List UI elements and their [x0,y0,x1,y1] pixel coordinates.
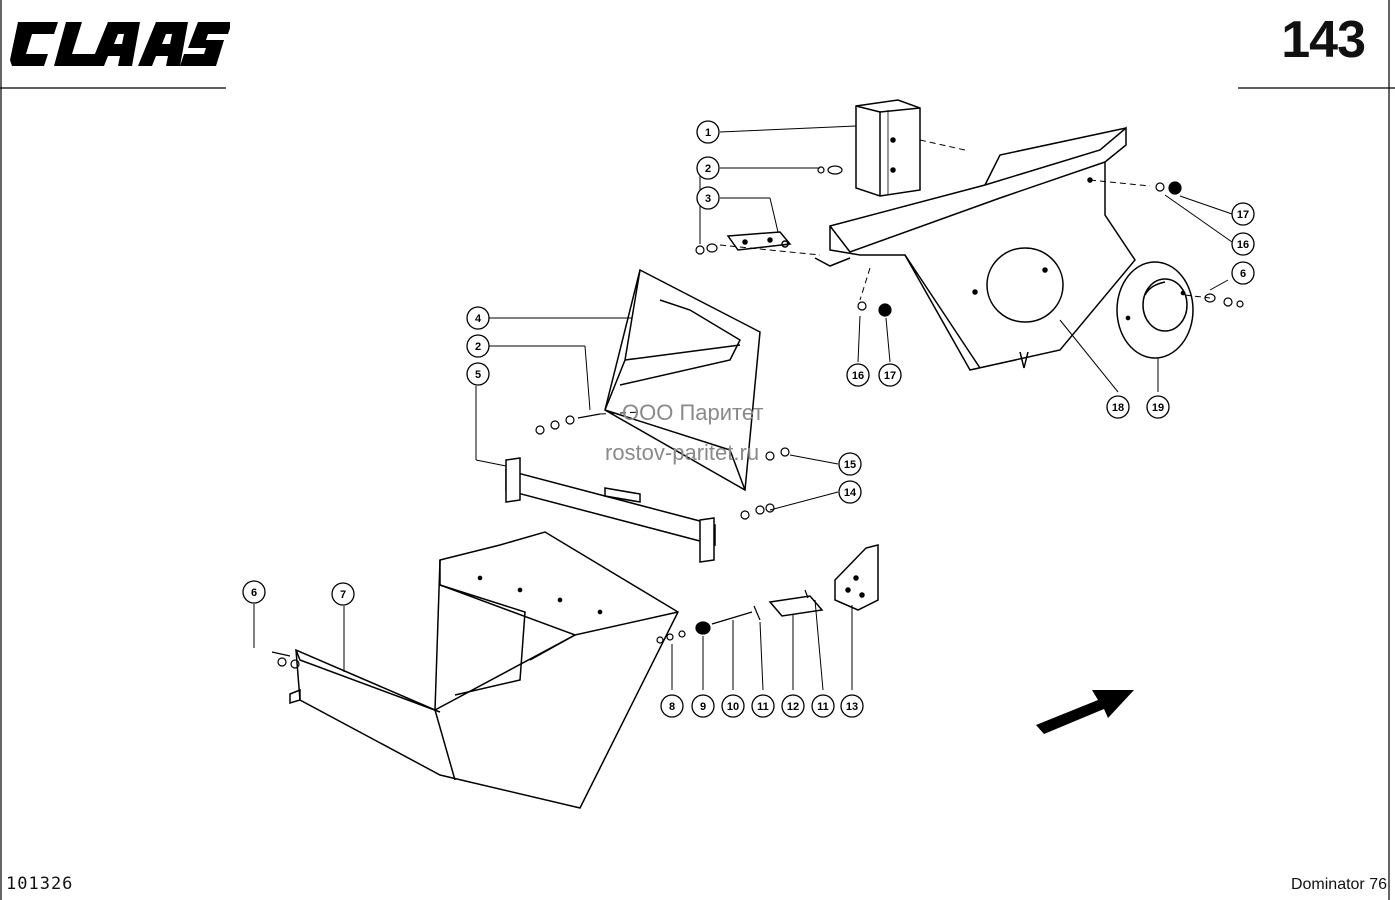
claas-logo [10,22,230,66]
callout-label: 6 [251,587,257,599]
callout-c17a: 17 [878,363,902,387]
callout-c15: 15 [838,452,862,476]
assembly-lines [599,139,1211,415]
callout-circle [878,363,902,387]
callout-label: 6 [1240,268,1246,280]
callout-label: 19 [1152,402,1164,414]
document-code: 101326 [6,874,74,894]
callout-circle [1146,395,1170,419]
callout-label: 10 [727,701,739,713]
callout-circle [696,120,720,144]
callout-circle [838,452,862,476]
callout-circle [466,334,490,358]
callout-c16a: 16 [846,363,870,387]
callout-circle [696,156,720,180]
callout-label: 1 [705,127,711,139]
page-number: 143 [1281,11,1366,69]
callout-circle [696,186,720,210]
callout-circle [691,694,715,718]
watermark-line1: ООО Паритет [622,400,764,425]
callout-label: 9 [700,701,706,713]
callout-circle [838,480,862,504]
callout-c14: 14 [838,480,862,504]
callout-circle [840,694,864,718]
callout-c10: 10 [721,694,745,718]
callout-c6a: 6 [242,580,266,604]
callout-c17b: 17 [1231,202,1255,226]
callout-c1: 1 [696,120,720,144]
part-19-disc [1116,261,1194,359]
callout-c9: 9 [691,694,715,718]
callout-circle [1231,202,1255,226]
callout-circle [751,694,775,718]
callout-circle [466,362,490,386]
callout-label: 14 [844,487,857,499]
callout-label: 5 [475,369,481,381]
callout-circle [846,363,870,387]
callout-c18: 18 [1106,395,1130,419]
callout-label: 16 [1237,239,1249,251]
callout-label: 4 [475,313,482,325]
callout-label: 12 [787,701,799,713]
callout-circle [331,582,355,606]
callout-circle [1106,395,1130,419]
callout-c7: 7 [331,582,355,606]
callout-circle [1231,232,1255,256]
callout-circle [721,694,745,718]
callout-label: 16 [852,370,864,382]
callout-label: 3 [705,193,711,205]
callout-c19: 19 [1146,395,1170,419]
part-1-bracket [855,99,921,197]
part-13-plate [834,544,879,611]
callout-c8: 8 [660,694,684,718]
callout-label: 17 [884,370,896,382]
callout-circle [466,306,490,330]
callout-circle [242,580,266,604]
callout-c2b: 2 [466,334,490,358]
part-12-latch [768,595,824,617]
callout-c6b: 6 [1231,261,1255,285]
callout-c12: 12 [781,694,805,718]
part-5-crossbeam [505,457,716,563]
callout-circle [1231,261,1255,285]
callout-label: 15 [844,459,856,471]
part-18-side-panel [814,126,1136,371]
callout-c2a: 2 [696,156,720,180]
callout-label: 13 [846,701,858,713]
leader-lines [253,125,1233,691]
model-name: Dominator 76 [1290,876,1387,893]
callout-label: 2 [705,163,711,175]
callout-label: 11 [757,701,769,713]
direction-arrow [1036,690,1134,734]
callout-label: 7 [340,589,346,601]
callout-c11a: 11 [751,694,775,718]
callout-c16b: 16 [1231,232,1255,256]
callout-c11b: 11 [811,694,835,718]
callout-label: 11 [817,701,829,713]
callout-label: 18 [1112,402,1124,414]
callout-c5: 5 [466,362,490,386]
callout-label: 8 [669,701,675,713]
watermark-line2: rostov-paritet.ru [605,440,760,465]
callout-circle [811,694,835,718]
callout-c13: 13 [840,694,864,718]
hardware [271,165,1244,669]
callout-label: 2 [475,341,481,353]
part-3-clip [726,231,792,251]
callout-c4: 4 [466,306,490,330]
callout-circle [781,694,805,718]
part-7-hopper [289,531,679,809]
callout-circle [660,694,684,718]
callout-label: 17 [1237,209,1249,221]
callout-c3: 3 [696,186,720,210]
part-4-chute [604,268,761,492]
